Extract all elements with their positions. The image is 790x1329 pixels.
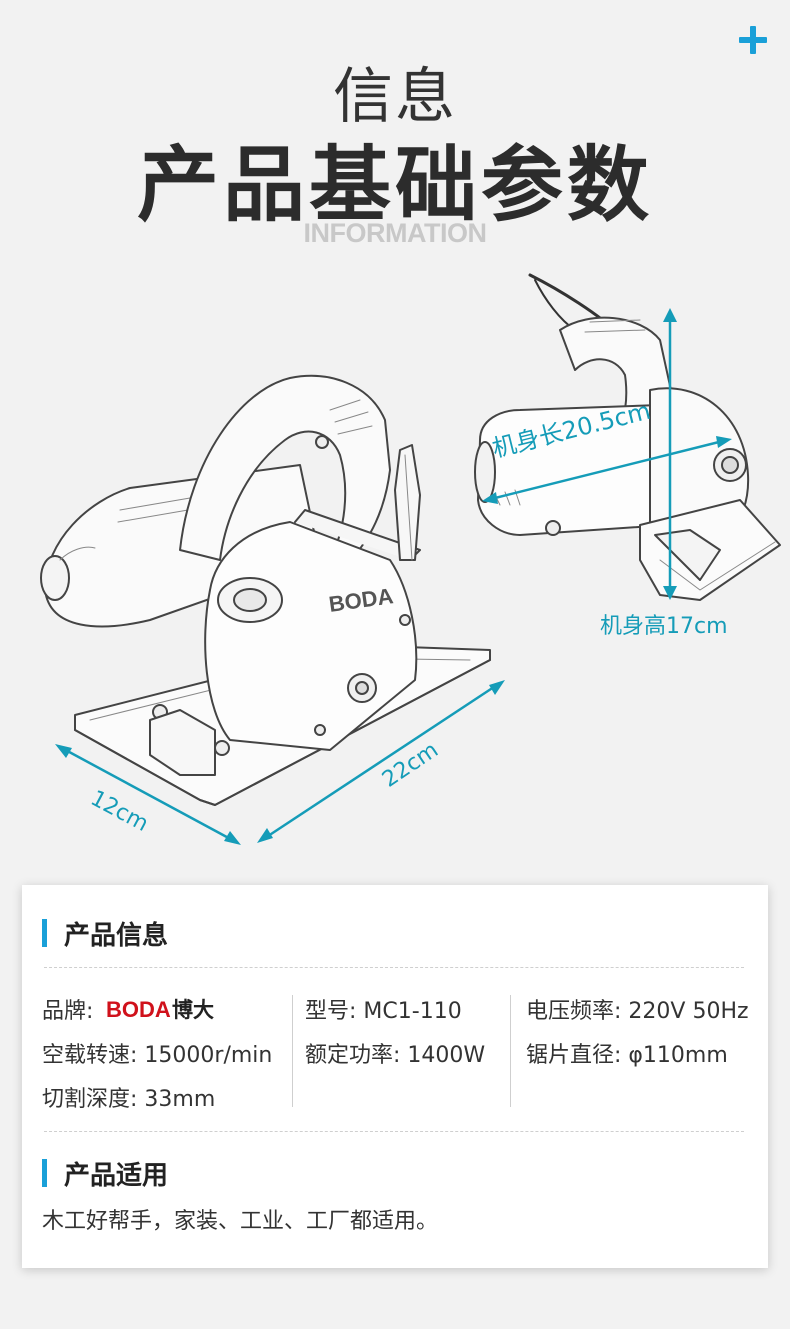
title-small: 信息 (333, 62, 457, 132)
page-title: 产品基础参数 (136, 138, 653, 233)
spec-value: φ110mm (628, 1043, 728, 1068)
spec-blade-diameter: 锯片直径: φ110mm (526, 1037, 728, 1069)
usage-title: 产品适用 (42, 1155, 168, 1192)
plus-icon[interactable] (737, 24, 769, 56)
spec-cut-depth: 切割深度: 33mm (42, 1081, 215, 1113)
brand-label: 品牌: (42, 999, 94, 1024)
brand-logo: BODA 博大 (106, 995, 226, 1029)
spec-label: 型号: (305, 999, 357, 1024)
divider (44, 967, 744, 968)
boda-logo-icon: BODA 博大 (106, 997, 214, 1022)
spec-voltage: 电压频率: 220V 50Hz (526, 993, 749, 1025)
dimension-height-label: 机身高17cm (600, 614, 728, 639)
column-divider (292, 995, 293, 1107)
spec-no-load-speed: 空载转速: 15000r/min (42, 1037, 272, 1069)
spec-value: 33mm (144, 1087, 216, 1112)
spec-value: MC1-110 (363, 999, 462, 1024)
column-divider (510, 995, 511, 1107)
saw-front-drawing: BODA (40, 374, 491, 806)
spec-label: 空载转速: (42, 1043, 138, 1068)
spec-label: 锯片直径: (526, 1043, 622, 1068)
spec-label: 切割深度: (42, 1087, 138, 1112)
brand-logo-text: BODA (106, 997, 171, 1022)
product-illustration: BODA (40, 273, 781, 845)
spec-value: 1400W (407, 1043, 486, 1068)
brand-cn-text: 博大 (172, 998, 214, 1022)
divider (44, 1131, 744, 1132)
spec-rated-power: 额定功率: 1400W (305, 1037, 485, 1069)
spec-brand: 品牌: BODA 博大 (42, 993, 226, 1029)
usage-text: 木工好帮手，家装、工业、工厂都适用。 (42, 1209, 439, 1234)
spec-value: 15000r/min (144, 1043, 273, 1068)
spec-label: 电压频率: (526, 999, 622, 1024)
spec-label: 额定功率: (305, 1043, 401, 1068)
title-english: INFORMATION (303, 218, 487, 248)
spec-model: 型号: MC1-110 (305, 993, 462, 1025)
product-info-title: 产品信息 (42, 915, 168, 952)
spec-value: 220V 50Hz (628, 999, 749, 1024)
info-card: 产品信息 品牌: BODA 博大 空载转速: 15000r/min 切割深度: … (22, 885, 768, 1268)
